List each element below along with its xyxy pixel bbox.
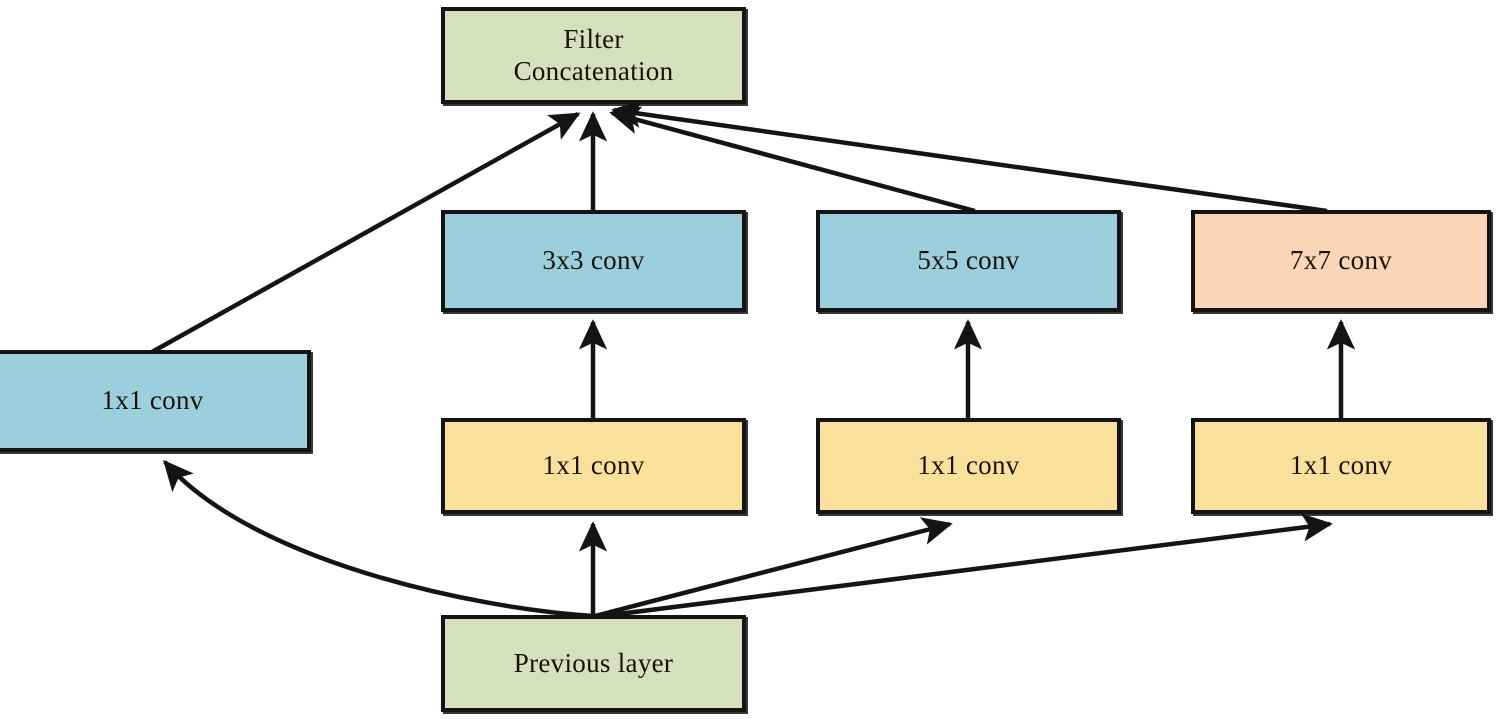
- edge-prev-to-1x1-5x5: [594, 517, 953, 619]
- node-conv-1x1-branch-5x5: 1x1 conv: [816, 418, 1121, 514]
- node-label-conv-5x5: 5x5 conv: [917, 245, 1020, 276]
- node-label-conv-7x7: 7x7 conv: [1289, 245, 1393, 276]
- node-filter-concatenation: Filter Concatenation: [441, 7, 746, 104]
- node-label-conv-1x1-branch-3x3: 1x1 conv: [542, 450, 645, 481]
- node-label-conv-1x1-left: 1x1 conv: [101, 385, 204, 416]
- node-previous-layer: Previous layer: [441, 615, 746, 712]
- edge-5x5-to-concat: [609, 106, 976, 214]
- edge-7x7-to-concat: [611, 99, 1328, 214]
- node-label-conv-3x3: 3x3 conv: [542, 245, 645, 276]
- node-conv-7x7: 7x7 conv: [1191, 210, 1491, 312]
- edge-prev-to-1x1-7x7: [594, 513, 1333, 620]
- node-conv-1x1-left: 1x1 conv: [0, 350, 311, 452]
- node-label-conv-1x1-branch-5x5: 1x1 conv: [917, 450, 1020, 481]
- node-conv-1x1-branch-7x7: 1x1 conv: [1191, 418, 1491, 514]
- node-label-filter-concatenation: Filter Concatenation: [513, 23, 674, 86]
- node-label-conv-1x1-branch-7x7: 1x1 conv: [1289, 450, 1393, 481]
- node-conv-5x5: 5x5 conv: [816, 210, 1121, 312]
- node-conv-1x1-branch-3x3: 1x1 conv: [441, 418, 746, 514]
- node-conv-3x3: 3x3 conv: [441, 210, 746, 312]
- node-label-previous-layer: Previous layer: [513, 647, 674, 678]
